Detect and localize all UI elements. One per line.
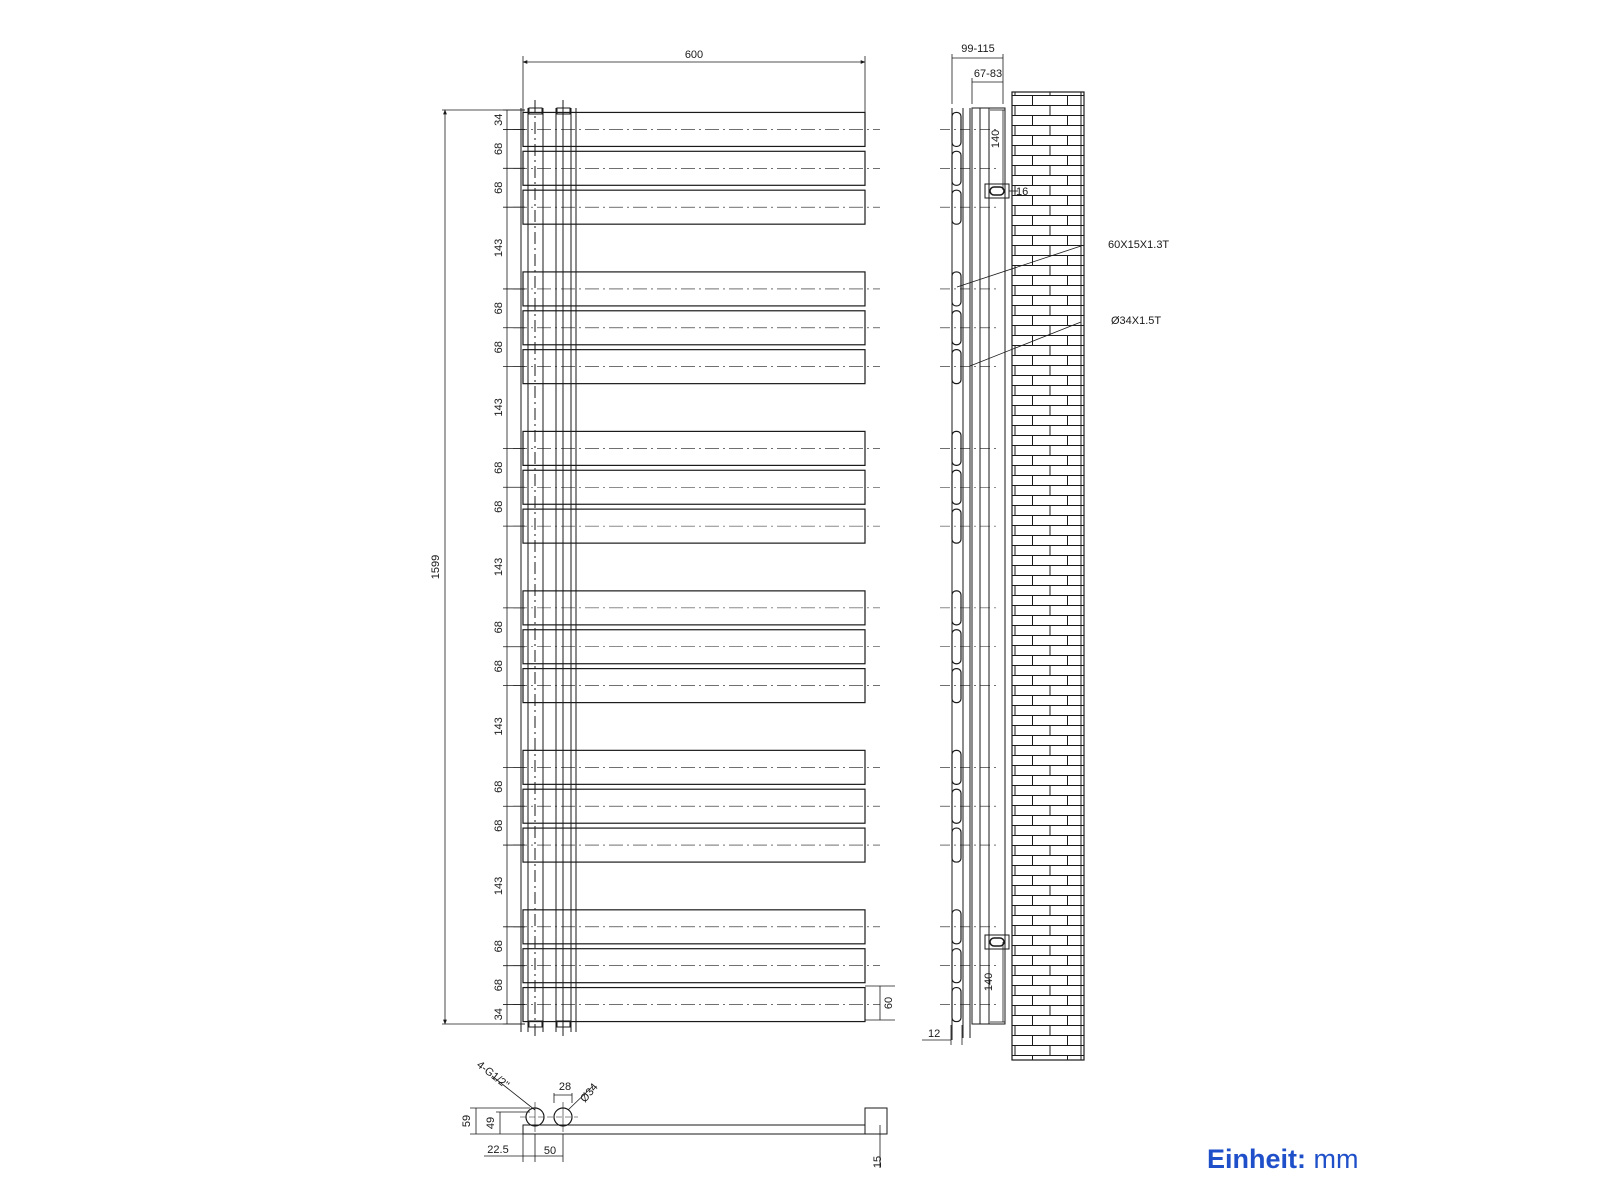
- spacing-label: 68: [493, 182, 505, 194]
- spacing-label: 68: [493, 940, 505, 952]
- spacing-label: 68: [493, 820, 505, 832]
- wall-bricks: [1011, 91, 1085, 1061]
- depth-total-label: 99-115: [961, 43, 994, 55]
- side-bar-profile: [951, 310, 962, 346]
- bracket-bottom: [984, 934, 1010, 950]
- tube-profile-label: Ø34X1.5T: [1111, 315, 1161, 327]
- spacing-label: 68: [493, 621, 505, 633]
- spacing-label: 68: [493, 660, 505, 672]
- width-dimension-label: 600: [685, 49, 703, 61]
- center-distance-label: 50: [544, 1145, 556, 1157]
- side-bar-profile: [951, 827, 962, 863]
- depth-inner-label: 49: [485, 1117, 497, 1129]
- edge-offset-label: 22.5: [487, 1144, 508, 1156]
- spacing-label: 143: [493, 398, 505, 416]
- side-bar-profile: [951, 150, 962, 186]
- side-bar-profile: [951, 909, 962, 945]
- unit-value: mm: [1313, 1144, 1359, 1174]
- spacing-label: 34: [493, 1008, 505, 1020]
- unit-note: Einheit: mm: [1207, 1144, 1359, 1175]
- bar-height-label: 60: [883, 997, 895, 1009]
- side-bar-profile: [951, 668, 962, 704]
- bracket-size-label: 16: [1016, 186, 1028, 198]
- side-bar-profile: [951, 590, 962, 626]
- side-bar-profile: [951, 508, 962, 544]
- unit-label: Einheit:: [1207, 1144, 1306, 1174]
- depth-wall-label: 67-83: [974, 68, 1002, 80]
- spacing-label: 143: [493, 239, 505, 257]
- connection-label: 4-G1/2": [474, 1059, 511, 1092]
- front-bars: [513, 111, 880, 1023]
- side-bar-profile: [951, 189, 962, 225]
- bar-thickness-label: 15: [872, 1156, 884, 1168]
- spacing-label: 143: [493, 877, 505, 895]
- bottom-view: [470, 1075, 888, 1168]
- side-bar-profile: [951, 349, 962, 385]
- side-view: [922, 54, 1085, 1061]
- bracket-offset-top-label: 140: [990, 130, 1002, 148]
- side-bars: [940, 111, 998, 1023]
- spacing-chain-labels: 34 68 68 143 68 68 143 68 68 143 68 68 143 68 68 143 68 6…: [493, 114, 505, 1021]
- spacing-label: 143: [493, 558, 505, 576]
- side-bar-profile: [951, 948, 962, 984]
- side-bar-profile: [951, 749, 962, 785]
- front-view: [442, 56, 895, 1040]
- spacing-chain-ticks: [503, 109, 525, 1025]
- wall-gap-label: 12: [928, 1028, 940, 1040]
- side-bar-profile: [951, 788, 962, 824]
- tube-gap-label: 28: [559, 1081, 571, 1093]
- spacing-label: 68: [493, 302, 505, 314]
- spacing-label: 68: [493, 143, 505, 155]
- bar-profile-label: 60X15X1.3T: [1108, 239, 1169, 251]
- bracket-offset-bottom-label: 140: [983, 973, 995, 991]
- front-collector-tubes: [520, 100, 577, 1040]
- tube-diameter-label: Ø34: [578, 1081, 601, 1105]
- side-bar-profile: [951, 111, 962, 148]
- side-bar-profile: [951, 986, 962, 1023]
- spacing-label: 68: [493, 501, 505, 513]
- spacing-label: 34: [493, 114, 505, 126]
- spacing-label: 68: [493, 462, 505, 474]
- height-dimension-label: 1599: [430, 555, 442, 579]
- spacing-label: 68: [493, 341, 505, 353]
- depth-outer-label: 59: [461, 1115, 473, 1127]
- side-bar-profile: [951, 430, 962, 466]
- spacing-label: 143: [493, 717, 505, 735]
- side-bar-profile: [951, 469, 962, 505]
- spacing-label: 68: [493, 979, 505, 991]
- spacing-label: 68: [493, 781, 505, 793]
- side-bar-profile: [951, 629, 962, 665]
- side-bar-profile: [951, 271, 962, 307]
